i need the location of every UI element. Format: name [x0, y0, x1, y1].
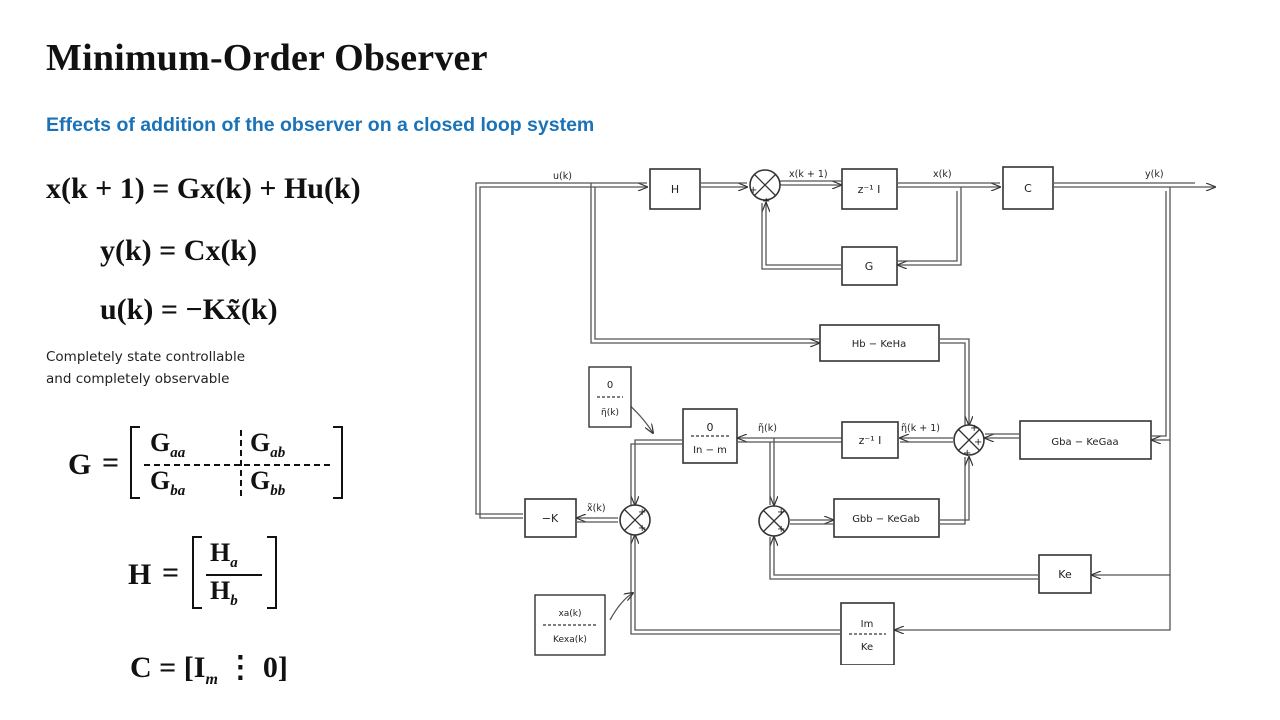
block-minus-k [524, 498, 577, 538]
block-delay-top [841, 168, 898, 210]
block-im-ke [840, 602, 895, 665]
g-ab: G [250, 428, 271, 457]
output-equation: y(k) = Cx(k) [100, 234, 258, 267]
control-equation-lhs: u(k) [100, 293, 154, 326]
svg-text:+: + [638, 507, 646, 518]
block-g-label: G [865, 260, 874, 273]
signal-x-next-label: x(k + 1) [789, 169, 828, 180]
output-equation-rhs: Cx(k) [183, 234, 258, 267]
control-equation-rhs: −Kx̃(k) [185, 293, 278, 326]
state-equation-lhs: x(k + 1) [46, 172, 145, 205]
svg-text:+: + [749, 185, 757, 196]
svg-text:+: + [777, 507, 785, 518]
signal-x-label: x(k) [933, 169, 952, 180]
signal-y-label: y(k) [1145, 169, 1164, 180]
h-a: H [210, 538, 231, 567]
g-aa: G [150, 428, 171, 457]
controllability-note: Completely state controllable and comple… [46, 346, 316, 390]
u-signal-line [479, 187, 647, 510]
signal-x-tilde-label: x̃(k) [587, 503, 606, 514]
signal-eta-tilde-label: η̃(k) [758, 423, 777, 434]
control-equation: u(k) = −Kx̃(k) [100, 293, 278, 326]
block-delay-obs-label: z⁻¹ I [859, 434, 882, 447]
annotation-xa-bottom: Kexa(k) [553, 635, 587, 645]
block-im-ke-bottom-label: Ke [861, 642, 873, 653]
block-c-label: C [1024, 182, 1032, 195]
note-line-2: and completely observable [46, 371, 230, 387]
c-matrix-name: C [130, 651, 152, 684]
signal-u-label: u(k) [553, 171, 572, 182]
block-gbb-kegab-label: Gbb − KeGab [852, 514, 920, 525]
svg-text:+: + [777, 524, 785, 535]
state-equation-rhs: Gx(k) + Hu(k) [176, 172, 361, 205]
svg-text:+: + [963, 448, 971, 459]
note-line-1: Completely state controllable [46, 349, 246, 365]
block-gba-kegaa [1019, 420, 1152, 460]
block-delay-obs [841, 421, 899, 459]
block-delay-top-label: z⁻¹ I [858, 183, 881, 196]
slide-subtitle: Effects of addition of the observer on a… [46, 114, 595, 136]
annotation-xa-top: xa(k) [558, 609, 581, 619]
h-b: H [210, 576, 231, 605]
block-im-ke-top-label: Im [861, 619, 874, 630]
g-bb: G [250, 466, 271, 495]
svg-text:+: + [638, 523, 646, 534]
observer-block-diagram: H z⁻¹ I C G Hb − KeHa z⁻¹ I Gba − KeGaa … [475, 166, 1225, 665]
block-ke [1038, 554, 1092, 594]
block-g [841, 246, 898, 286]
state-equation: x(k + 1) = Gx(k) + Hu(k) [46, 172, 361, 205]
slide-title: Minimum-Order Observer [46, 37, 488, 79]
svg-text:+: + [970, 423, 978, 434]
g-ba: G [150, 466, 171, 495]
block-ke-label: Ke [1058, 568, 1072, 581]
annotation-eta-top: 0 [607, 380, 613, 391]
output-equation-lhs: y(k) [100, 234, 152, 267]
block-embed-top-label: 0 [707, 421, 714, 434]
g-matrix-name: G [68, 448, 92, 481]
svg-text:+: + [762, 196, 770, 207]
block-embed-bottom-label: In − m [693, 445, 727, 456]
c-matrix-expr: [I [183, 651, 206, 684]
block-c [1002, 166, 1054, 210]
block-minus-k-label: −K [542, 512, 559, 525]
block-h [649, 168, 701, 210]
signal-eta-tilde-next-label: η̃(k + 1) [901, 423, 940, 434]
block-h-label: H [671, 183, 679, 196]
block-gba-kegaa-label: Gba − KeGaa [1051, 437, 1118, 448]
h-matrix-name: H [128, 558, 152, 591]
block-hb-keha [819, 324, 940, 362]
annotation-eta-bottom: η̃(k) [601, 408, 619, 418]
svg-text:+: + [974, 437, 982, 448]
c-matrix: C = [Im ⋮ 0] [130, 651, 288, 688]
block-gbb-kegab [833, 498, 940, 538]
block-hb-keha-label: Hb − KeHa [852, 339, 906, 350]
